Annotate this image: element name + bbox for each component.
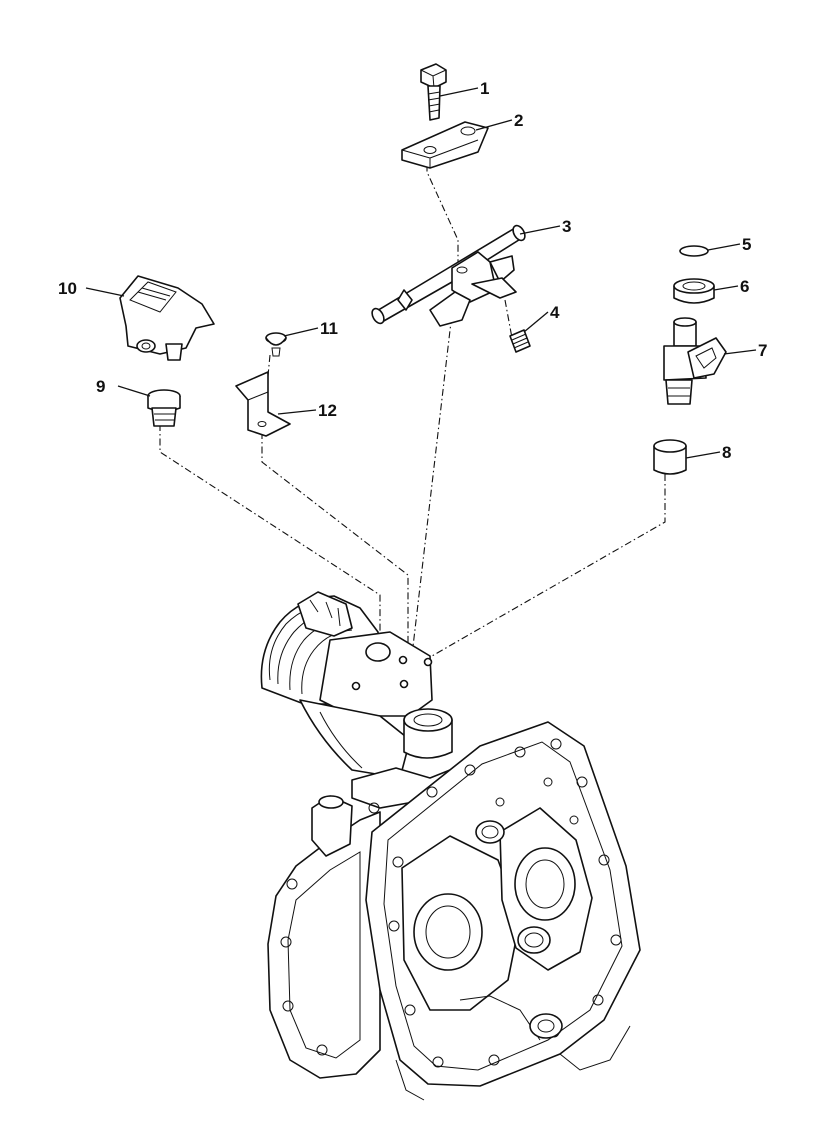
part-7-fuel-injector [663, 317, 727, 405]
callout-3: 3 [562, 217, 571, 236]
part-3-fuel-rail [371, 224, 526, 327]
part-11-screw [265, 332, 287, 357]
part-5-o-ring [679, 245, 709, 257]
callout-9: 9 [96, 377, 105, 396]
part-6-seal [673, 278, 715, 304]
callout-4: 4 [550, 303, 560, 322]
part-8-spacer [653, 439, 687, 475]
part-2-bracket [401, 121, 489, 169]
callout-8: 8 [722, 443, 731, 462]
part-10-sensor [119, 275, 215, 361]
callout-7: 7 [758, 341, 767, 360]
callout-6: 6 [740, 277, 749, 296]
callout-1: 1 [480, 79, 489, 98]
callout-10: 10 [58, 279, 77, 298]
callout-12: 12 [318, 401, 337, 420]
callout-2: 2 [514, 111, 523, 130]
throttle-body-intake [260, 591, 471, 809]
cylinder-head [267, 721, 641, 1101]
part-9-plug [147, 389, 181, 427]
callout-numbers: 1 2 3 4 5 6 7 8 9 10 11 12 [58, 79, 767, 462]
part-4-bolt [509, 329, 531, 353]
callout-leaders [85, 87, 757, 459]
part-1-bolt [420, 63, 447, 121]
callout-11: 11 [320, 319, 338, 338]
assembly-lines [159, 150, 666, 665]
part-12-shield-bracket [235, 371, 291, 437]
callout-5: 5 [742, 235, 751, 254]
